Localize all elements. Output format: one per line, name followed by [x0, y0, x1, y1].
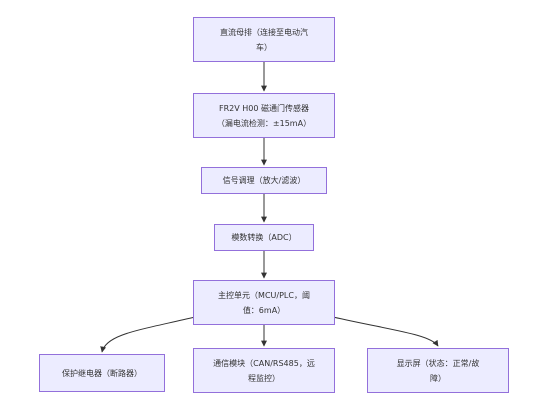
edge-mcu-to-display — [332, 316, 439, 347]
node-signal-conditioning: 信号调理（放大/滤波） — [201, 167, 327, 194]
node-protection-relay: 保护继电器（断路器） — [39, 354, 165, 392]
node-dc-busbar: 直流母排（连接至电动汽 车） — [193, 17, 335, 62]
edge-mcu-to-relay — [100, 316, 196, 353]
node-communication-module: 通信模块（CAN/RS485，远 程监控） — [193, 348, 335, 393]
node-fluxgate-sensor: FR2V H00 磁通门传感器 （漏电流检测：±15mA） — [193, 93, 335, 138]
node-adc: 模数转换（ADC） — [214, 224, 314, 251]
node-main-controller: 主控单元（MCU/PLC，阈 值：6mA） — [193, 280, 335, 325]
node-display-screen: 显示屏（状态：正常/故 障） — [367, 348, 509, 393]
